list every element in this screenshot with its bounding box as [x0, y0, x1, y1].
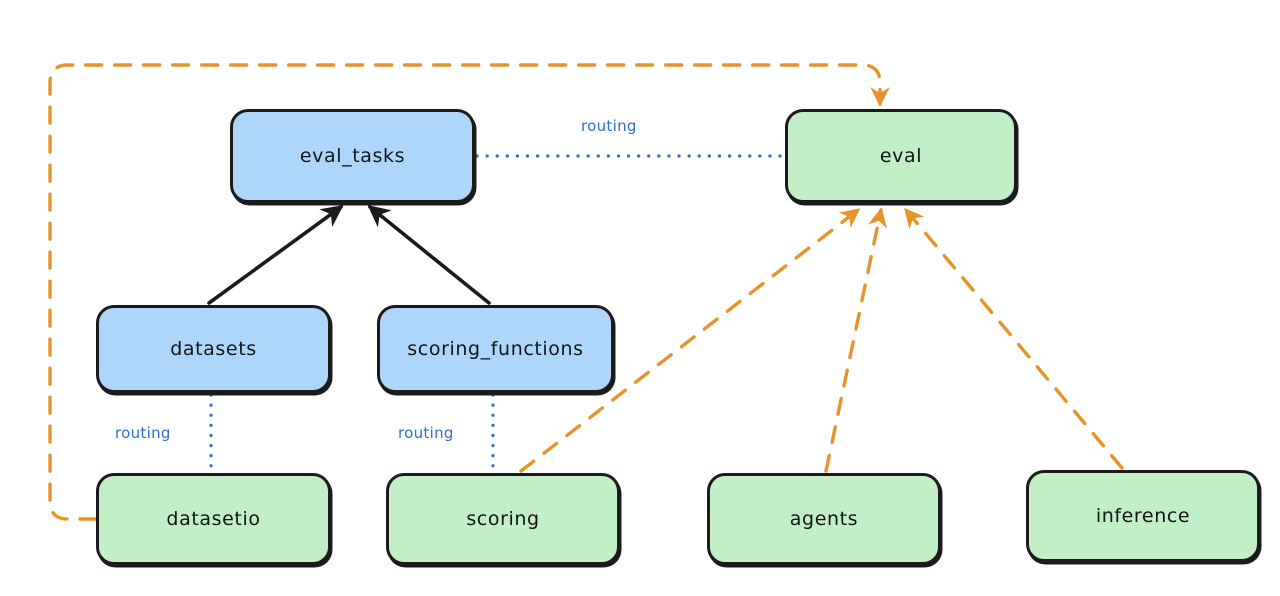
node-label-scoring-functions: scoring_functions	[407, 338, 584, 360]
node-label-agents: agents	[789, 508, 859, 530]
edge-agents-to-eval	[824, 207, 888, 473]
node-inference[interactable]: inference	[1026, 470, 1260, 562]
node-label-datasetio: datasetio	[166, 508, 261, 530]
node-label-datasets: datasets	[170, 338, 257, 360]
edge-label-routing-eval-tasks: routing	[581, 117, 637, 135]
node-agents[interactable]: agents	[707, 473, 941, 565]
node-eval-tasks[interactable]: eval_tasks	[230, 109, 475, 203]
node-label-scoring: scoring	[466, 508, 540, 530]
edge-label-routing-scoring-functions: routing	[398, 424, 454, 442]
node-eval[interactable]: eval	[785, 109, 1017, 203]
node-datasetio[interactable]: datasetio	[96, 473, 331, 565]
edge-inference-to-eval	[904, 207, 1124, 470]
node-label-eval-tasks: eval_tasks	[299, 145, 406, 167]
node-label-inference: inference	[1095, 505, 1191, 527]
node-scoring-functions[interactable]: scoring_functions	[377, 305, 614, 393]
node-datasets[interactable]: datasets	[96, 305, 331, 393]
node-label-eval: eval	[879, 145, 923, 167]
edge-label-routing-datasets: routing	[115, 424, 171, 442]
edge-scoring-functions-to-eval-tasks	[367, 205, 491, 305]
edge-datasets-to-eval-tasks	[207, 205, 344, 305]
node-scoring[interactable]: scoring	[386, 473, 620, 565]
